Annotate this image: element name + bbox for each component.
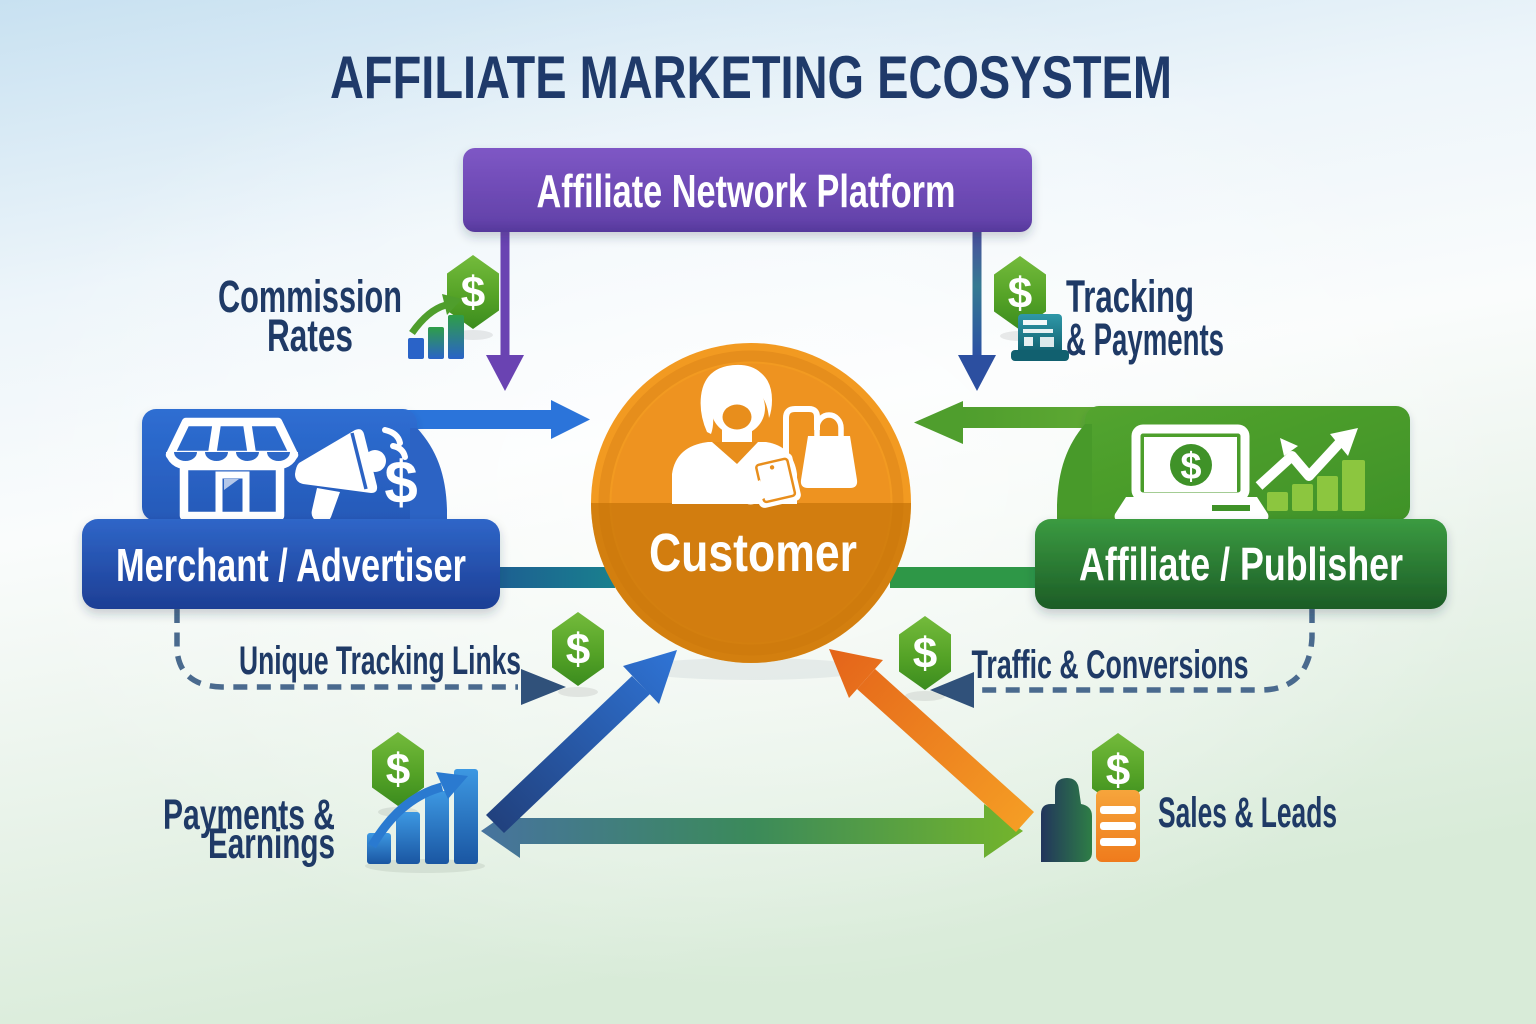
svg-text:Sales & Leads: Sales & Leads xyxy=(1158,789,1337,837)
svg-text:Commission: Commission xyxy=(218,271,402,322)
svg-text:Rates: Rates xyxy=(267,310,353,361)
svg-text:AFFILIATE MARKETING ECOSYSTEM: AFFILIATE MARKETING ECOSYSTEM xyxy=(330,44,1172,111)
svg-text:Affiliate / Publisher: Affiliate / Publisher xyxy=(1079,538,1403,590)
svg-text:Payments &: Payments & xyxy=(163,791,335,839)
svg-text:& Payments: & Payments xyxy=(1066,314,1224,365)
svg-text:Customer: Customer xyxy=(649,523,857,583)
svg-text:$: $ xyxy=(384,449,417,516)
svg-text:Tracking: Tracking xyxy=(1066,271,1194,322)
svg-text:Unique Tracking Links: Unique Tracking Links xyxy=(239,639,521,683)
svg-text:Affiliate Network Platform: Affiliate Network Platform xyxy=(537,165,956,217)
svg-text:$: $ xyxy=(1180,446,1201,488)
svg-text:Earnings: Earnings xyxy=(208,820,335,868)
svg-text:Traffic & Conversions: Traffic & Conversions xyxy=(972,643,1249,687)
svg-text:Merchant / Advertiser: Merchant / Advertiser xyxy=(116,539,466,591)
